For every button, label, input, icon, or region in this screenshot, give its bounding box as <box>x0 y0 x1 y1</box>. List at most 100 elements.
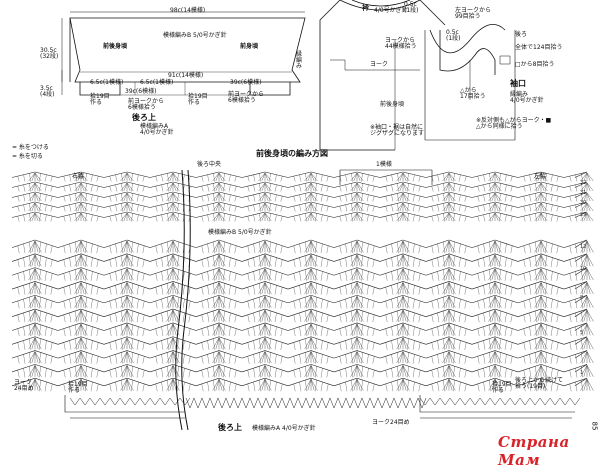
stitch-stroke <box>261 268 266 281</box>
stitch-stroke <box>164 397 171 406</box>
stitch-stroke <box>17 300 20 309</box>
stitch-stroke <box>253 285 256 295</box>
stitch-stroke <box>77 268 82 281</box>
stitch-stroke <box>50 314 53 323</box>
stitch-stroke <box>458 381 461 392</box>
stitch-stroke <box>131 310 133 323</box>
stitch-stroke <box>305 338 307 350</box>
stitch-stroke <box>437 204 440 212</box>
stitch-stroke <box>193 397 199 409</box>
stitch-stroke <box>412 285 415 295</box>
stitch-stroke <box>445 240 450 253</box>
stitch-stroke <box>494 212 502 222</box>
stitch-stroke <box>121 380 123 392</box>
stitch-stroke <box>123 337 128 350</box>
stitch-stroke <box>29 352 31 364</box>
stitch-stroke <box>155 206 158 212</box>
stitch-stroke <box>402 254 407 267</box>
stitch-stroke <box>545 269 547 281</box>
stitch-stroke <box>166 365 174 377</box>
stitch-stroke <box>418 356 421 364</box>
stitch-stroke <box>269 203 271 212</box>
stitch-stroke <box>510 245 513 254</box>
stitch-stroke <box>136 271 139 281</box>
stitch-stroke <box>396 254 404 267</box>
left-pick-label: 拾19目 作る <box>90 93 110 106</box>
stitch-stroke <box>115 381 118 392</box>
legend-cut: = 糸を切る <box>12 153 43 160</box>
stitch-stroke <box>293 186 296 192</box>
stitch-stroke <box>259 366 261 378</box>
stitch-stroke <box>31 323 36 336</box>
stitch-stroke <box>537 192 542 202</box>
stitch-stroke <box>350 240 358 253</box>
stitch-stroke <box>264 192 272 202</box>
stitch-stroke <box>307 310 312 322</box>
stitch-stroke <box>326 245 329 254</box>
stitch-stroke <box>115 285 118 295</box>
stitch-stroke <box>28 337 36 350</box>
stitch-stroke <box>448 310 456 322</box>
stitch-stroke <box>540 254 548 267</box>
repeat-bracket <box>339 169 433 185</box>
sleeve-from-yoke: 左ヨークから 99目拾う <box>455 7 492 20</box>
stitch-stroke <box>575 214 578 222</box>
stitch-stroke <box>366 184 369 192</box>
stitch-stroke <box>491 212 496 222</box>
stitch-stroke <box>253 271 256 281</box>
stitch-stroke <box>412 243 415 254</box>
stitch-stroke <box>320 354 323 364</box>
stitch-stroke <box>361 338 363 350</box>
stitch-stroke <box>90 184 93 192</box>
stitch-stroke <box>169 351 174 364</box>
stitch-stroke <box>445 282 450 294</box>
stitch-stroke <box>273 397 279 409</box>
stitch-stroke <box>356 310 361 322</box>
stitch-stroke <box>488 240 496 253</box>
stitch-stroke <box>293 314 296 323</box>
stitch-stroke <box>569 273 572 281</box>
stitch-stroke <box>580 192 588 202</box>
stitch-stroke <box>218 172 226 182</box>
stitch-stroke <box>586 268 594 281</box>
stitch-stroke <box>96 383 99 392</box>
stitch-stroke <box>261 310 266 322</box>
stitch-stroke <box>229 397 235 409</box>
stitch-stroke <box>215 192 220 202</box>
stitch-stroke <box>259 241 261 254</box>
stitch-stroke <box>155 370 158 378</box>
stitch-stroke <box>39 173 41 182</box>
stitch-stroke <box>402 240 407 253</box>
stitch-stroke <box>293 196 296 202</box>
stitch-stroke <box>213 297 215 309</box>
sleeve-schematic <box>424 23 516 141</box>
stitch-stroke <box>234 196 237 202</box>
stitch-stroke <box>161 184 164 192</box>
stitch-stroke <box>477 314 480 323</box>
stitch-stroke <box>121 255 123 267</box>
stitch-stroke <box>439 397 446 406</box>
stitch-stroke <box>23 184 26 192</box>
stitch-stroke <box>581 213 583 222</box>
yoke-pick-right: 前ヨークから 6模様拾う <box>228 91 265 104</box>
stitch-stroke <box>264 365 272 377</box>
stitch-stroke <box>320 381 323 392</box>
stitch-stroke <box>75 352 77 364</box>
stitch-stroke <box>201 370 204 378</box>
stitch-stroke <box>69 381 72 392</box>
stitch-stroke <box>249 397 255 409</box>
stitch-stroke <box>103 267 128 276</box>
row-number: 31 <box>580 190 587 196</box>
stitch-stroke <box>215 337 220 350</box>
stitch-stroke <box>121 366 123 378</box>
stitch-stroke <box>494 379 502 391</box>
stitch-stroke <box>34 182 42 192</box>
stitch-stroke <box>315 193 317 202</box>
stitch-stroke <box>136 381 139 392</box>
stitch-stroke <box>177 283 179 295</box>
stitch-stroke <box>534 379 542 391</box>
sleeve-measure: 0.5c (1段) <box>446 29 461 42</box>
stitch-stroke <box>537 296 542 308</box>
stitch-stroke <box>385 196 388 202</box>
stitch-stroke <box>299 285 302 295</box>
